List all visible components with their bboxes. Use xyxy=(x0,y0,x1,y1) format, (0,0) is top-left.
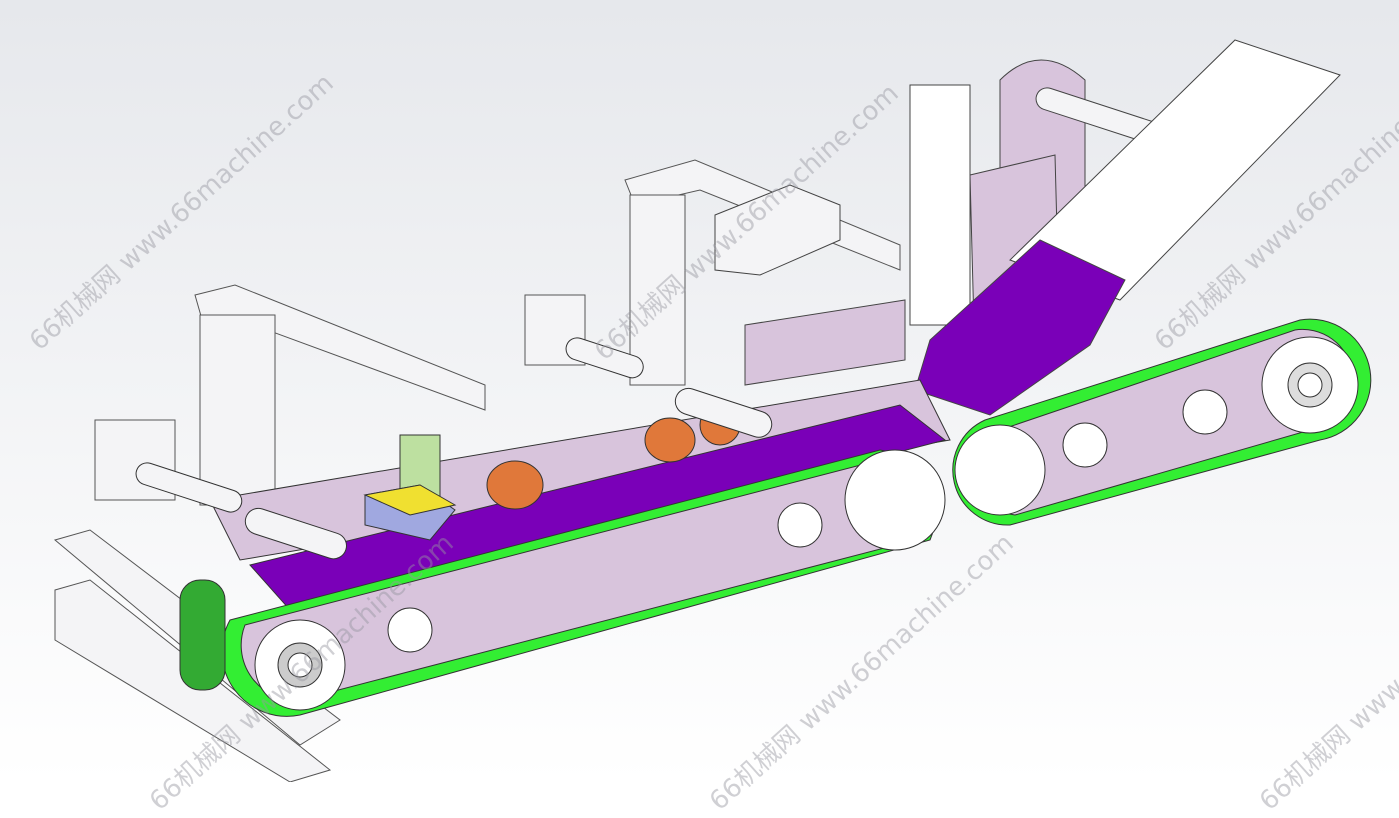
right-conveyor xyxy=(952,318,1372,526)
conveyor-cad-render xyxy=(0,0,1399,782)
label-sensor xyxy=(363,434,457,541)
top-bracket xyxy=(714,184,906,386)
orange-rollers xyxy=(135,337,773,560)
feed-chute xyxy=(914,39,1341,416)
